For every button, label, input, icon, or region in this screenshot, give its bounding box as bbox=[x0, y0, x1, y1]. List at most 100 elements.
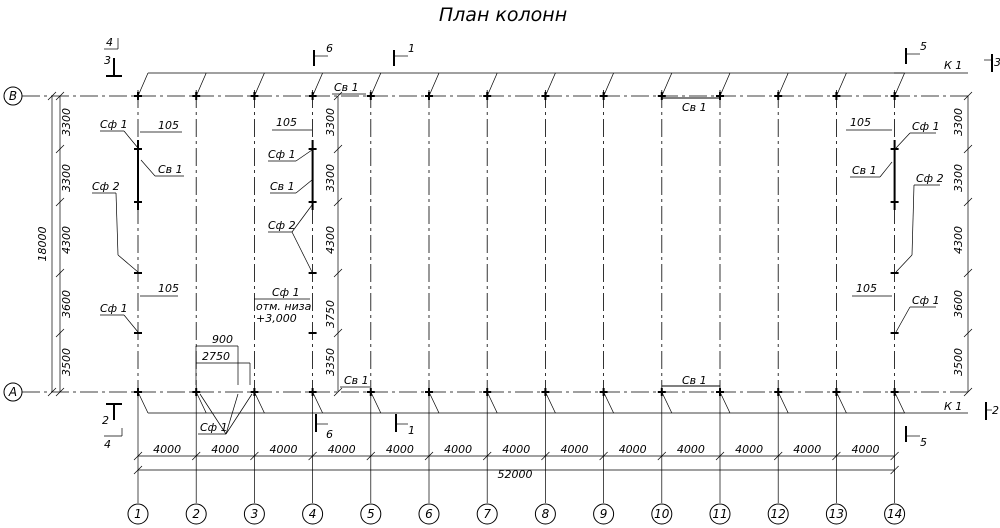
k1-leader-top-2 bbox=[195, 72, 207, 97]
section-2-right: 2 bbox=[992, 404, 999, 417]
section-marks: 4 3 6 1 5 3 2 4 6 1 5 2 bbox=[102, 36, 1000, 451]
bay-dim-tick-13 bbox=[890, 451, 899, 461]
column-axis-label-4: 4 bbox=[309, 507, 317, 521]
column-axis-label-3: 3 bbox=[251, 507, 259, 521]
bay-dim-label-9: 4000 bbox=[619, 443, 647, 456]
overall-width-tick-1 bbox=[47, 387, 57, 397]
vdim-mid-5: 3350 bbox=[324, 348, 337, 376]
label-sv1-left: Св 1 bbox=[158, 163, 183, 176]
k1-leader-top-11 bbox=[719, 72, 731, 97]
bay-dim-label-13: 4000 bbox=[852, 443, 880, 456]
vdim-mid-2: 3300 bbox=[324, 164, 337, 192]
label-sv1-mid: Св 1 bbox=[270, 180, 295, 193]
label-elevation-1: отм. низа bbox=[256, 300, 312, 313]
label-k1-top: К 1 bbox=[944, 59, 962, 72]
k1-leader-bottom-7 bbox=[486, 391, 498, 414]
vdim-tick-left-5 bbox=[55, 387, 65, 397]
bay-dim-tick-4 bbox=[366, 451, 376, 461]
k1-leader-top-10 bbox=[661, 72, 673, 97]
section-6-top: 6 bbox=[326, 42, 333, 55]
section-5-bottom: 5 bbox=[920, 436, 927, 449]
bay-dim-tick-7 bbox=[541, 451, 550, 461]
k1-leader-bottom-6 bbox=[428, 391, 440, 414]
bay-dim-tick-10 bbox=[715, 451, 725, 461]
vdim-right-3: 4300 bbox=[952, 226, 965, 254]
vdim-tick-left-3 bbox=[55, 268, 65, 278]
k1-leader-top-4 bbox=[312, 72, 323, 97]
k1-leader-bottom-14 bbox=[894, 391, 905, 414]
dim-105-right-top: 105 bbox=[850, 116, 871, 129]
vdim-mid-1: 3300 bbox=[324, 108, 337, 136]
vdim-left-4: 3600 bbox=[60, 290, 73, 318]
overall-width-tick-0 bbox=[47, 91, 57, 101]
column-axis-label-12: 12 bbox=[771, 507, 786, 521]
bay-dim-label-11: 4000 bbox=[735, 443, 763, 456]
vdim-tick-right-5 bbox=[963, 387, 973, 397]
column-axis-bubble-6 bbox=[418, 503, 440, 525]
dim-105-left-top: 105 bbox=[158, 119, 179, 132]
k1-leader-bottom-1 bbox=[137, 391, 149, 414]
label-sf1-right-top: Сф 1 bbox=[912, 120, 940, 133]
dim-105-mid: 105 bbox=[276, 116, 297, 129]
bay-dim-label-8: 4000 bbox=[561, 443, 589, 456]
k1-leader-top-6 bbox=[428, 72, 440, 97]
column-axis-bubble-11 bbox=[709, 503, 731, 525]
column-axis-label-7: 7 bbox=[483, 507, 491, 521]
vdim-tick-right-1 bbox=[963, 144, 973, 154]
vdim-right-1: 3300 bbox=[952, 108, 965, 136]
label-k1-bottom: К 1 bbox=[944, 400, 962, 413]
column-axis-bubble-10 bbox=[651, 503, 673, 525]
section-1-top: 1 bbox=[408, 42, 415, 55]
section-4-top: 4 bbox=[106, 36, 113, 49]
k1-leader-top-13 bbox=[836, 72, 847, 97]
column-axis-label-10: 10 bbox=[654, 507, 670, 521]
column-axis-label-9: 9 bbox=[600, 507, 608, 521]
label-sv1-bot-left: Св 1 bbox=[344, 374, 369, 387]
row-axis-label-v: В bbox=[9, 89, 17, 103]
k1-leader-bottom-13 bbox=[836, 391, 847, 414]
k1-leader-bottom-8 bbox=[545, 391, 556, 414]
overall-length-tick-0 bbox=[133, 465, 143, 475]
bay-dim-label-3: 4000 bbox=[270, 443, 298, 456]
k1-leader-bottom-4 bbox=[312, 391, 323, 414]
vdim-tick-mid-2 bbox=[333, 197, 343, 207]
vdim-right-2: 3300 bbox=[952, 164, 965, 192]
k1-leader-top-9 bbox=[603, 72, 614, 97]
columns bbox=[134, 92, 899, 396]
bay-dim-label-6: 4000 bbox=[444, 443, 472, 456]
label-sf1-right-bot: Сф 1 bbox=[912, 294, 940, 307]
label-sf1-mid: Сф 1 bbox=[268, 148, 296, 161]
dim-900: 900 bbox=[212, 333, 233, 346]
bay-dim-label-7: 4000 bbox=[502, 443, 530, 456]
bay-dim-tick-5 bbox=[424, 451, 434, 461]
vdim-mid-4: 3750 bbox=[324, 300, 337, 328]
k1-leader-bottom-12 bbox=[777, 391, 789, 414]
vdim-tick-right-0 bbox=[963, 91, 973, 101]
column-axis-bubble-14 bbox=[884, 503, 906, 525]
label-sf1-left-top: Сф 1 bbox=[100, 118, 128, 131]
overall-length-tick-13 bbox=[890, 465, 899, 475]
column-axis-bubble-3 bbox=[243, 503, 265, 525]
vdim-left-3: 4300 bbox=[60, 226, 73, 254]
vdim-left-1: 3300 bbox=[60, 108, 73, 136]
vdim-right-5: 3500 bbox=[952, 348, 965, 376]
column-axis-label-5: 5 bbox=[367, 507, 375, 521]
bay-dim-label-10: 4000 bbox=[677, 443, 705, 456]
column-axis-label-13: 13 bbox=[829, 507, 844, 521]
label-sf1-mid-2: Сф 1 bbox=[272, 286, 300, 299]
column-axis-label-6: 6 bbox=[425, 507, 433, 521]
k1-leader-bottom-5 bbox=[370, 391, 382, 414]
label-elevation-2: +3,000 bbox=[256, 312, 297, 325]
column-axis-bubble-2 bbox=[185, 503, 207, 525]
vdim-tick-right-4 bbox=[963, 328, 973, 338]
vdim-tick-left-1 bbox=[55, 144, 65, 154]
label-sf2-mid: Сф 2 bbox=[268, 219, 296, 232]
section-1-bottom: 1 bbox=[408, 424, 415, 437]
vdim-tick-mid-0 bbox=[333, 91, 343, 101]
column-axis-bubble-4 bbox=[302, 503, 324, 525]
row-axis-label-a: А bbox=[8, 385, 17, 399]
vdim-tick-mid-3 bbox=[333, 268, 343, 278]
bay-dim-label-1: 4000 bbox=[153, 443, 181, 456]
